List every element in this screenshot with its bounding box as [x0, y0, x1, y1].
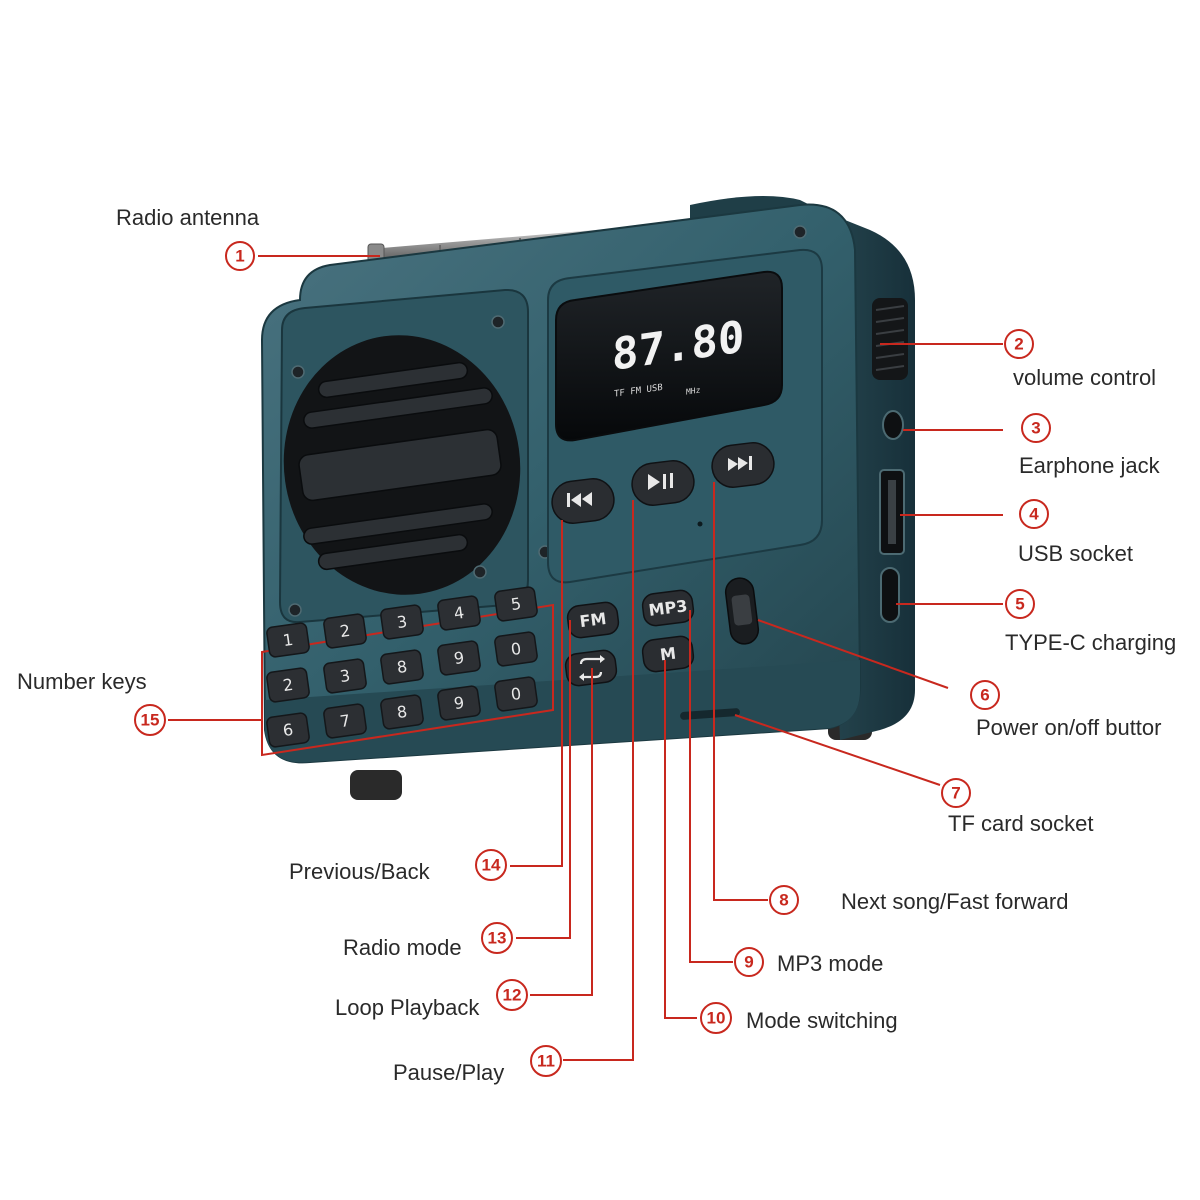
number-key-6[interactable]: 6 [266, 712, 310, 747]
callout-5: 5 TYPE-C charging [1005, 590, 1176, 655]
callout-12: 12 Loop Playback [335, 980, 527, 1020]
callout-number: 4 [1029, 505, 1039, 524]
number-key-9[interactable]: 9 [437, 640, 481, 675]
number-key-5[interactable]: 5 [494, 586, 538, 621]
earphone-jack[interactable] [883, 411, 903, 439]
speaker-grille [267, 290, 537, 622]
number-key-3[interactable]: 3 [323, 658, 367, 693]
callout-label: MP3 mode [777, 951, 883, 976]
callout-number: 6 [980, 686, 989, 705]
callout-6: 6 Power on/off buttor [971, 681, 1162, 740]
callout-number: 13 [488, 929, 507, 948]
callout-number: 5 [1015, 595, 1024, 614]
fm-button-label: FM [579, 609, 608, 631]
callout-label: TF card socket [948, 811, 1093, 836]
callout-label: Mode switching [746, 1008, 898, 1033]
callout-3: 3 Earphone jack [1019, 414, 1161, 478]
callout-8: 8 Next song/Fast forward [770, 886, 1068, 914]
callout-number: 10 [707, 1009, 726, 1028]
fm-button[interactable]: FM [566, 601, 620, 639]
callout-number: 7 [951, 784, 960, 803]
number-key-0[interactable]: 0 [494, 631, 538, 666]
number-key-7[interactable]: 7 [323, 703, 367, 738]
callout-label: Number keys [17, 669, 147, 694]
callout-label: volume control [1013, 365, 1156, 390]
callout-11: 11 Pause/Play [393, 1046, 561, 1085]
callout-number: 3 [1031, 419, 1040, 438]
callout-1: 1 Radio antenna [116, 205, 260, 270]
callout-number: 8 [779, 891, 788, 910]
type-c-port[interactable] [881, 568, 899, 622]
callout-15: 15 Number keys [17, 669, 165, 735]
number-key-2[interactable]: 2 [266, 667, 310, 702]
callout-number: 2 [1014, 335, 1023, 354]
callout-number: 12 [503, 986, 522, 1005]
number-key-2[interactable]: 2 [323, 613, 367, 648]
mp3-button[interactable]: MP3 [641, 589, 695, 627]
callout-label: Pause/Play [393, 1060, 504, 1085]
callout-number: 15 [141, 711, 160, 730]
volume-wheel[interactable] [872, 298, 908, 380]
number-key-4[interactable]: 4 [437, 595, 481, 630]
number-key-0[interactable]: 0 [494, 676, 538, 711]
callout-7: 7 TF card socket [942, 779, 1093, 836]
number-key-8[interactable]: 8 [380, 649, 424, 684]
callout-label: Earphone jack [1019, 453, 1161, 478]
callout-label: Loop Playback [335, 995, 480, 1020]
callout-label: Radio mode [343, 935, 462, 960]
callout-label: Radio antenna [116, 205, 260, 230]
callout-10: 10 Mode switching [701, 1003, 898, 1033]
number-key-1[interactable]: 1 [266, 622, 310, 657]
callout-number: 11 [537, 1052, 555, 1071]
callout-label: Next song/Fast forward [841, 889, 1068, 914]
callout-label: Previous/Back [289, 859, 431, 884]
callout-number: 9 [744, 953, 753, 972]
m-button-label: M [659, 644, 677, 665]
callout-13: 13 Radio mode [343, 923, 512, 960]
callout-9: 9 MP3 mode [735, 948, 883, 976]
usb-port[interactable] [880, 470, 904, 554]
callout-14: 14 Previous/Back [289, 850, 506, 884]
callout-4: 4 USB socket [1018, 500, 1133, 566]
callout-number: 1 [235, 247, 244, 266]
callout-number: 14 [482, 856, 501, 875]
number-key-9[interactable]: 9 [437, 685, 481, 720]
callout-label: TYPE-C charging [1005, 630, 1176, 655]
number-key-8[interactable]: 8 [380, 694, 424, 729]
number-key-3[interactable]: 3 [380, 604, 424, 639]
callout-2: 2 volume control [1005, 330, 1156, 390]
callout-label: USB socket [1018, 541, 1133, 566]
callout-label: Power on/off buttor [976, 715, 1162, 740]
microphone-hole [698, 522, 703, 527]
m-button[interactable]: M [641, 635, 695, 673]
